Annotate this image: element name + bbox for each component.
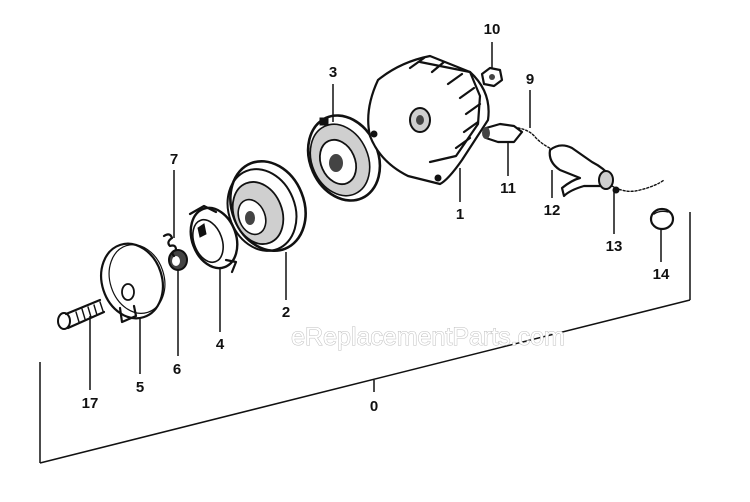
part-13-rope-end (611, 179, 665, 194)
label-part-4: 4 (216, 336, 225, 353)
label-part-7: 7 (170, 151, 178, 168)
part-1-housing (367, 54, 490, 186)
label-part-1: 1 (456, 206, 464, 223)
part-14-cap (649, 207, 675, 231)
label-part-13: 13 (606, 238, 623, 255)
label-part-3: 3 (329, 64, 337, 81)
part-4-carrier (188, 204, 239, 274)
label-part-14: 14 (653, 266, 670, 283)
assembly-bracket (39, 212, 691, 464)
label-part-11: 11 (500, 180, 516, 197)
label-part-2: 2 (282, 304, 290, 321)
callout-labels: 0 1 2 3 4 5 6 7 9 10 11 12 13 14 17 (82, 21, 670, 415)
part-7-spring (162, 233, 178, 258)
label-part-5: 5 (136, 379, 144, 396)
label-part-17: 17 (82, 395, 99, 412)
label-part-0: 0 (370, 398, 378, 415)
leader-lines (89, 42, 662, 392)
part-11-rope-guide (482, 122, 524, 144)
label-part-12: 12 (544, 202, 561, 219)
part-17-screw (57, 298, 106, 330)
part-10-nut (480, 66, 504, 88)
label-part-6: 6 (173, 361, 181, 378)
part-3-spring-case (306, 114, 382, 202)
label-part-9: 9 (526, 71, 534, 88)
label-part-10: 10 (484, 21, 501, 38)
part-9-rope (517, 127, 555, 151)
part-5-plate (100, 242, 166, 324)
part-2-pulley (226, 159, 307, 253)
part-12-handle (548, 144, 614, 198)
watermark: eReplacementParts.com (291, 323, 565, 351)
